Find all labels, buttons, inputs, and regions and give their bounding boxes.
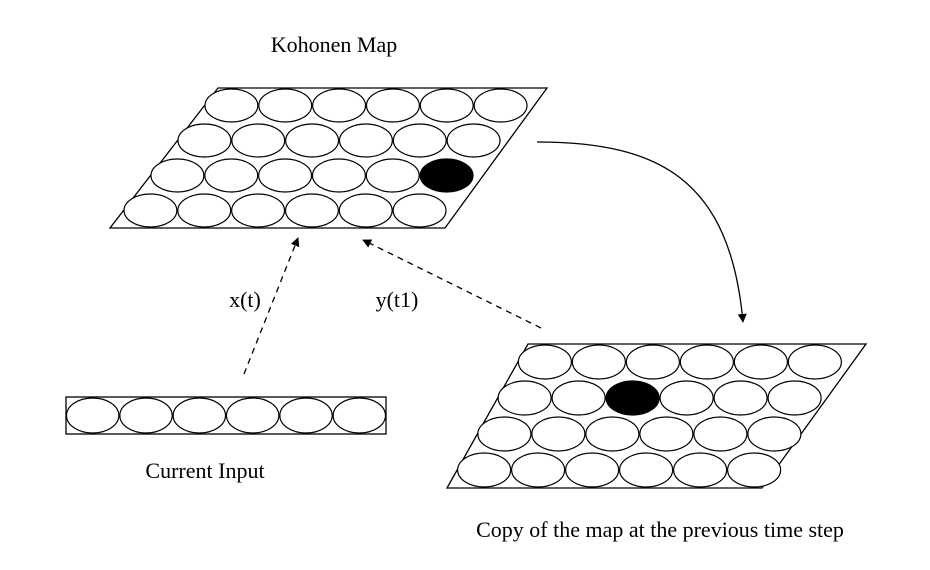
neuron <box>365 158 420 193</box>
recurrent-copy-arrow <box>536 141 747 323</box>
neuron <box>659 380 714 416</box>
neuron <box>392 123 447 158</box>
feedback-arrow-label: y(t1) <box>376 287 419 312</box>
neuron <box>446 123 501 158</box>
neuron <box>204 88 259 123</box>
input-arrow <box>243 237 300 375</box>
neuron <box>477 416 532 452</box>
neuron <box>679 344 734 380</box>
neuron <box>747 416 802 452</box>
neuron <box>767 380 822 416</box>
neuron <box>497 380 552 416</box>
neuron <box>204 158 259 193</box>
neuron <box>473 88 528 123</box>
kohonen-map <box>108 87 549 229</box>
neuron <box>639 416 694 452</box>
feedback-arrow <box>362 239 542 329</box>
neuron <box>258 158 313 193</box>
kohonen-map-frame <box>108 87 549 229</box>
neuron <box>585 416 640 452</box>
neuron <box>693 416 748 452</box>
neuron <box>531 416 586 452</box>
input-cell <box>332 397 387 434</box>
neuron <box>177 193 232 228</box>
neuron <box>150 158 205 193</box>
neuron <box>419 88 474 123</box>
input-arrow-label: x(t) <box>229 287 261 312</box>
neuron <box>457 452 512 488</box>
neuron <box>392 193 447 228</box>
kohonen-map-title: Kohonen Map <box>271 32 397 57</box>
neuron <box>565 452 620 488</box>
neuron <box>231 193 286 228</box>
neuron <box>619 452 674 488</box>
neuron <box>123 193 178 228</box>
neuron <box>673 452 728 488</box>
neuron <box>311 158 366 193</box>
kohonen-map-neurons <box>123 88 528 228</box>
neuron <box>338 123 393 158</box>
neuron <box>517 344 572 380</box>
input-cell <box>65 397 120 434</box>
neuron <box>787 344 842 380</box>
input-cell <box>225 397 280 434</box>
winner-neuron <box>605 380 660 416</box>
previous-map <box>445 343 868 489</box>
neuron <box>284 193 339 228</box>
input-vector <box>65 396 387 435</box>
neuron <box>571 344 626 380</box>
neuron <box>551 380 606 416</box>
neuron <box>312 88 367 123</box>
previous-map-neurons <box>457 344 842 488</box>
input-vector-caption: Current Input <box>145 458 264 483</box>
neuron <box>338 193 393 228</box>
input-cell <box>172 397 227 434</box>
neuron <box>733 344 788 380</box>
previous-map-frame <box>445 343 868 489</box>
neuron <box>177 123 232 158</box>
previous-map-caption: Copy of the map at the previous time ste… <box>476 517 844 542</box>
input-vector-cells <box>65 397 387 434</box>
neuron <box>231 123 286 158</box>
neuron <box>511 452 566 488</box>
neuron <box>365 88 420 123</box>
input-cell <box>279 397 333 434</box>
neuron <box>258 88 313 123</box>
neuron <box>727 452 782 488</box>
neuron <box>713 380 768 416</box>
neuron <box>625 344 680 380</box>
winner-neuron <box>419 158 474 193</box>
neuron <box>285 123 340 158</box>
input-cell <box>119 397 173 434</box>
